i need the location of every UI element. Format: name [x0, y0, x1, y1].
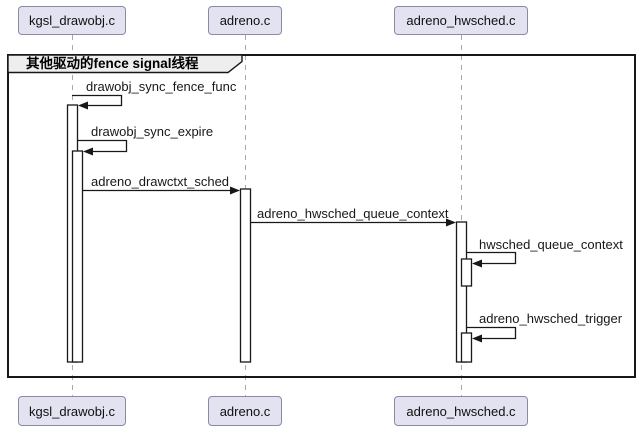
message-1-arrowhead	[78, 101, 88, 110]
participant-top-adreno: adreno.c	[208, 6, 282, 35]
activation-bars	[66, 104, 473, 363]
group-frame-border	[7, 54, 636, 378]
message-arrows	[72, 94, 517, 343]
message-2-line	[77, 139, 128, 153]
participant-bottom-adreno: adreno.c	[208, 396, 282, 426]
message-2-arrowhead	[83, 147, 93, 156]
message-6-arrowhead	[472, 334, 482, 343]
message-2-label: drawobj_sync_expire	[91, 124, 214, 139]
message-4-arrowhead	[446, 218, 456, 227]
message-6-line	[466, 326, 517, 340]
message-3-label: adreno_drawctxt_sched	[91, 174, 230, 189]
group-frame-title-shape	[7, 54, 243, 74]
activation-hwsched-nested-1	[460, 258, 473, 287]
message-5-arrowhead	[472, 259, 482, 268]
participant-top-kgsl-drawobj: kgsl_drawobj.c	[18, 6, 126, 35]
message-4-label: adreno_hwsched_queue_context	[257, 206, 449, 221]
group-frame-title: 其他驱动的fence signal线程	[26, 56, 199, 71]
activation-adreno	[239, 188, 252, 363]
activation-kgsl-inner	[71, 150, 84, 363]
message-5-line	[466, 251, 517, 265]
message-6-label: adreno_hwsched_trigger	[479, 311, 623, 326]
message-1-line	[72, 94, 123, 107]
message-5-label: hwsched_queue_context	[479, 237, 623, 252]
participant-bottom-adreno-hwsched: adreno_hwsched.c	[394, 396, 528, 426]
activation-hwsched-nested-2	[460, 332, 473, 363]
message-1-label: drawobj_sync_fence_func	[86, 79, 237, 94]
participant-bottom-kgsl-drawobj: kgsl_drawobj.c	[18, 396, 126, 426]
message-3-arrowhead	[230, 186, 240, 195]
participant-top-adreno-hwsched: adreno_hwsched.c	[394, 6, 528, 35]
